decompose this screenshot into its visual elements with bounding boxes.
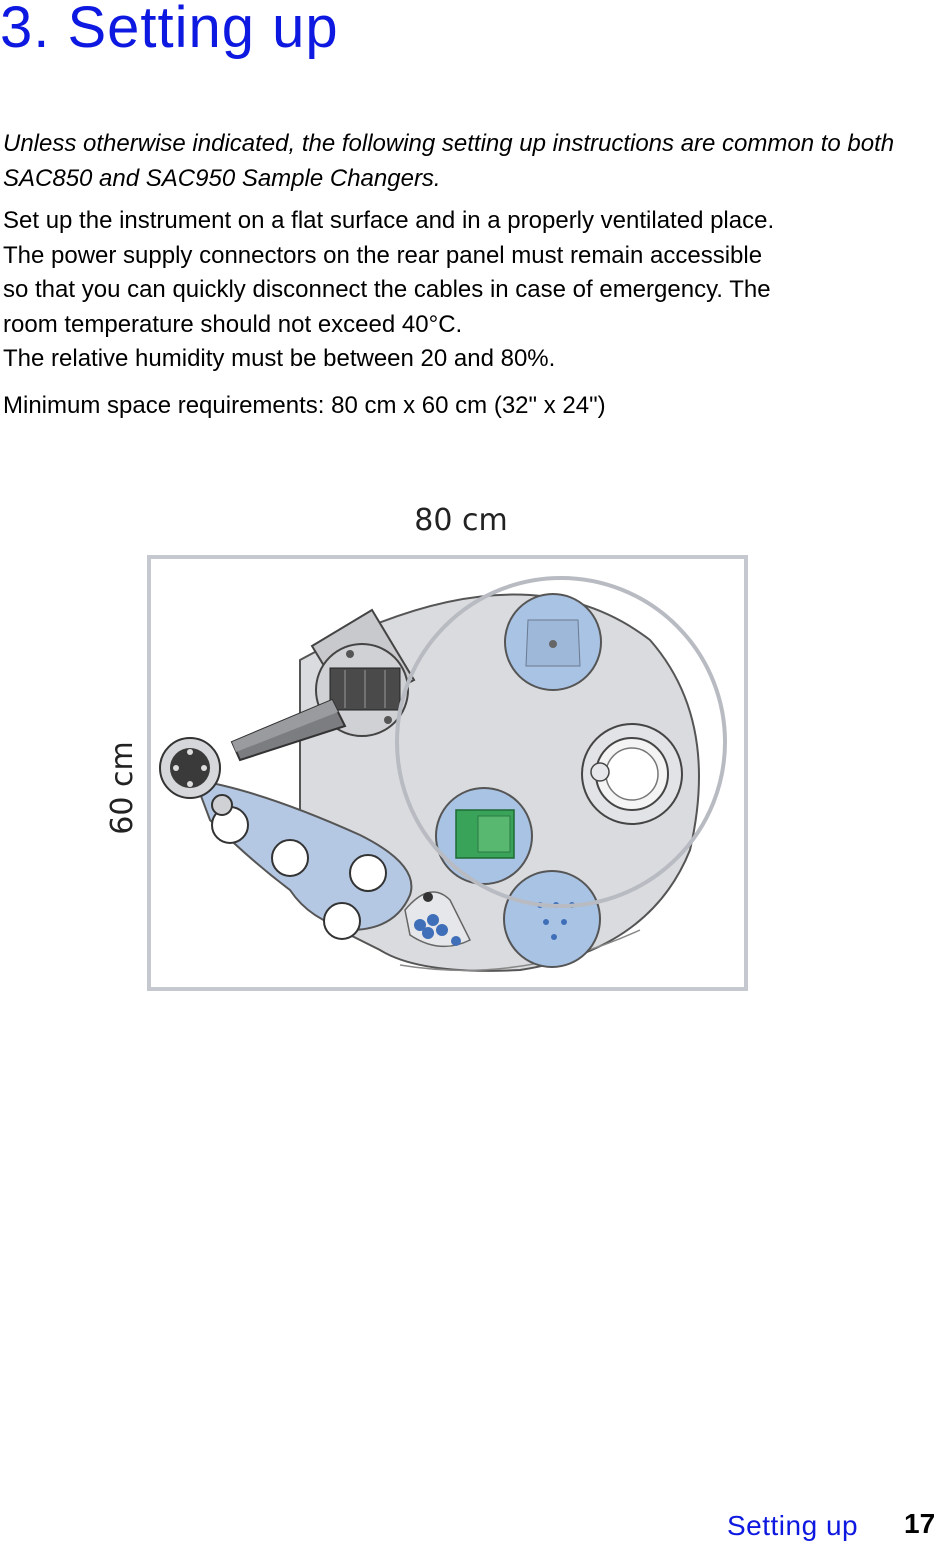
reach-circle [395, 576, 727, 908]
setup-instructions: Set up the instrument on a flat surface … [3, 204, 943, 377]
keypad [404, 891, 472, 948]
instruction-line: Set up the instrument on a flat surface … [3, 207, 775, 234]
page-title: 3. Setting up [0, 0, 339, 60]
instruction-line: room temperature should not exceed 40°C. [3, 310, 463, 338]
sample-tray-bottom [503, 870, 601, 968]
intro-paragraph: Unless otherwise indicated, the followin… [3, 130, 895, 192]
wash-station [581, 723, 683, 825]
instruction-line: The relative humidity must be between 20… [3, 345, 556, 372]
space-requirements-figure: 80 cm 60 cm [105, 503, 748, 991]
rotor-head [159, 737, 221, 799]
page-number: 17 [904, 1508, 936, 1539]
height-dimension-label: 60 cm [105, 741, 140, 834]
space-requirements: Minimum space requirements: 80 cm x 60 c… [3, 392, 606, 419]
instruction-line: so that you can quickly disconnect the c… [3, 276, 771, 303]
sample-tray-top [504, 593, 602, 691]
footer-section-label: Setting up [727, 1510, 859, 1541]
instruction-line: The power supply connectors on the rear … [3, 241, 763, 269]
sample-changer-illustration [159, 576, 727, 972]
sample-tray-left [435, 787, 533, 885]
arm-housing [310, 608, 416, 737]
width-dimension-label: 80 cm [414, 503, 507, 538]
